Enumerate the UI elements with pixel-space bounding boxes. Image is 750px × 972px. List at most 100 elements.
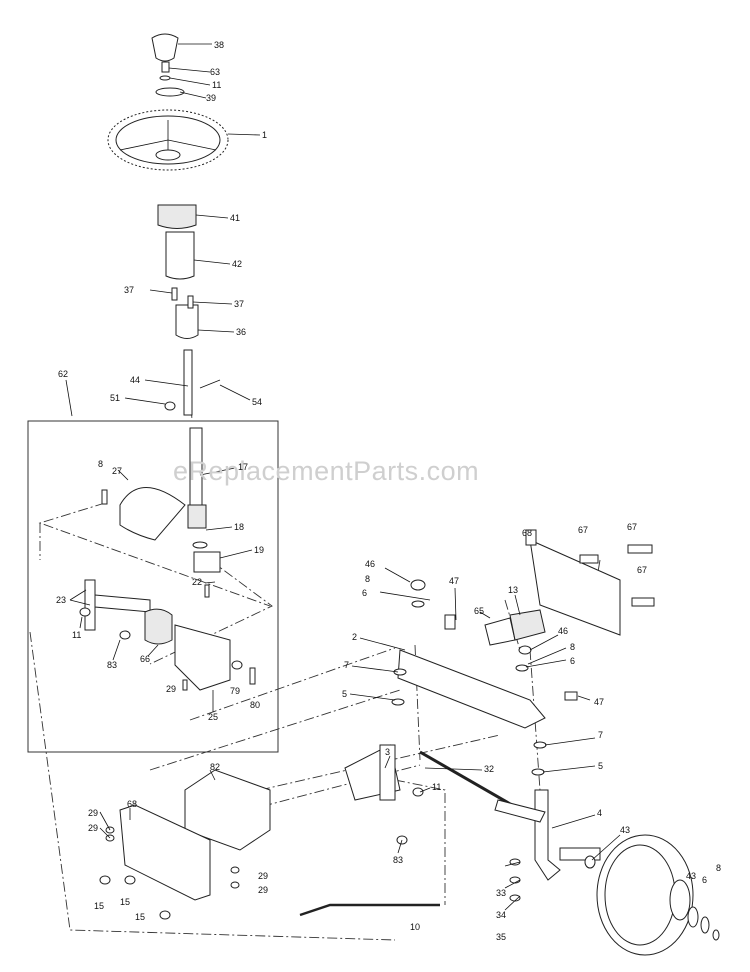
pivot-13 [509, 609, 546, 641]
callout-47: 47 [449, 576, 459, 586]
bracket-25 [174, 624, 231, 691]
steering-insert [155, 87, 185, 97]
steering-bolt [161, 61, 170, 73]
callout-47: 47 [594, 697, 604, 707]
callout-5: 5 [598, 761, 603, 771]
sector-gear [119, 487, 186, 541]
callout-17: 17 [238, 462, 248, 472]
callout-10: 10 [410, 922, 420, 932]
steering-bracket-19 [193, 551, 221, 573]
callout-67: 67 [627, 522, 637, 532]
bushing-46a [410, 579, 426, 591]
bracket-68b [119, 804, 211, 901]
callout-33: 33 [496, 888, 506, 898]
spindle-4 [534, 789, 561, 881]
callout-labels: 38 63 11 39 1 41 42 37 37 36 62 44 51 54… [56, 40, 721, 942]
callout-7: 7 [344, 660, 349, 670]
callout-42: 42 [232, 259, 242, 269]
callout-37: 37 [234, 299, 244, 309]
callout-43: 43 [686, 871, 696, 881]
callout-8: 8 [716, 863, 721, 873]
callout-83: 83 [393, 855, 403, 865]
callout-6: 6 [362, 588, 367, 598]
callout-68: 68 [127, 799, 137, 809]
callout-8: 8 [365, 574, 370, 584]
callout-36: 36 [236, 327, 246, 337]
callout-25: 25 [208, 712, 218, 722]
callout-3: 3 [385, 747, 390, 757]
callout-29: 29 [258, 871, 268, 881]
callout-29: 29 [88, 808, 98, 818]
callout-63: 63 [210, 67, 220, 77]
leader-lines [65, 43, 621, 911]
spacer-66 [144, 608, 173, 645]
callout-46: 46 [558, 626, 568, 636]
callout-1: 1 [262, 130, 267, 140]
callout-35: 35 [496, 932, 506, 942]
callout-11: 11 [212, 80, 221, 90]
pinion-gear [187, 504, 207, 529]
callout-23: 23 [56, 595, 66, 605]
callout-4: 4 [597, 808, 602, 818]
callout-79: 79 [230, 686, 240, 696]
steering-adapter [157, 204, 197, 229]
callout-27: 27 [112, 466, 122, 476]
callout-80: 80 [250, 700, 260, 710]
callout-29: 29 [258, 885, 268, 895]
callout-11: 11 [432, 782, 441, 792]
callout-29: 29 [88, 823, 98, 833]
drag-link-10 [299, 903, 440, 917]
callout-44: 44 [130, 375, 140, 385]
callout-65: 65 [474, 606, 484, 616]
callout-15: 15 [135, 912, 145, 922]
callout-67: 67 [637, 565, 647, 575]
callout-54: 54 [252, 397, 262, 407]
callout-34: 34 [496, 910, 506, 920]
callout-38: 38 [214, 40, 224, 50]
bushing-46b [518, 645, 532, 655]
steering-shaft [183, 349, 193, 416]
steering-coupler [175, 304, 199, 339]
steering-gear-assembly [79, 427, 256, 691]
callout-39: 39 [206, 93, 216, 103]
steering-washer [159, 75, 171, 81]
callout-8: 8 [98, 459, 103, 469]
callout-82: 82 [210, 762, 220, 772]
callout-37: 37 [124, 285, 134, 295]
callout-19: 19 [254, 545, 264, 555]
front-axle-2 [397, 649, 546, 729]
callout-15: 15 [120, 897, 130, 907]
steering-wheel-assembly [107, 33, 229, 416]
callout-41: 41 [230, 213, 240, 223]
callout-68: 68 [522, 528, 532, 538]
callout-13: 13 [508, 585, 518, 595]
gear-washer [192, 541, 208, 549]
callout-7: 7 [598, 730, 603, 740]
callout-5: 5 [342, 689, 347, 699]
subassembly-frame [27, 420, 279, 753]
callout-29: 29 [166, 684, 176, 694]
callout-18: 18 [234, 522, 244, 532]
callout-15: 15 [94, 901, 104, 911]
callout-6: 6 [570, 656, 575, 666]
callout-2: 2 [352, 632, 357, 642]
axle-bracket-68 [529, 539, 621, 636]
callout-66: 66 [140, 654, 150, 664]
callout-22: 22 [192, 577, 202, 587]
callout-46: 46 [365, 559, 375, 569]
callout-32: 32 [484, 764, 494, 774]
callout-83: 83 [107, 660, 117, 670]
callout-11: 11 [72, 630, 81, 640]
callout-67: 67 [578, 525, 588, 535]
callout-6: 6 [702, 875, 707, 885]
callout-51: 51 [110, 393, 120, 403]
front-axle-assembly [99, 529, 720, 956]
callout-43: 43 [620, 825, 630, 835]
pivot-65 [484, 617, 516, 646]
watermark: eReplacementParts.com [173, 456, 479, 486]
callout-8: 8 [570, 642, 575, 652]
steering-cap [151, 33, 179, 62]
steering-sleeve [165, 231, 195, 280]
